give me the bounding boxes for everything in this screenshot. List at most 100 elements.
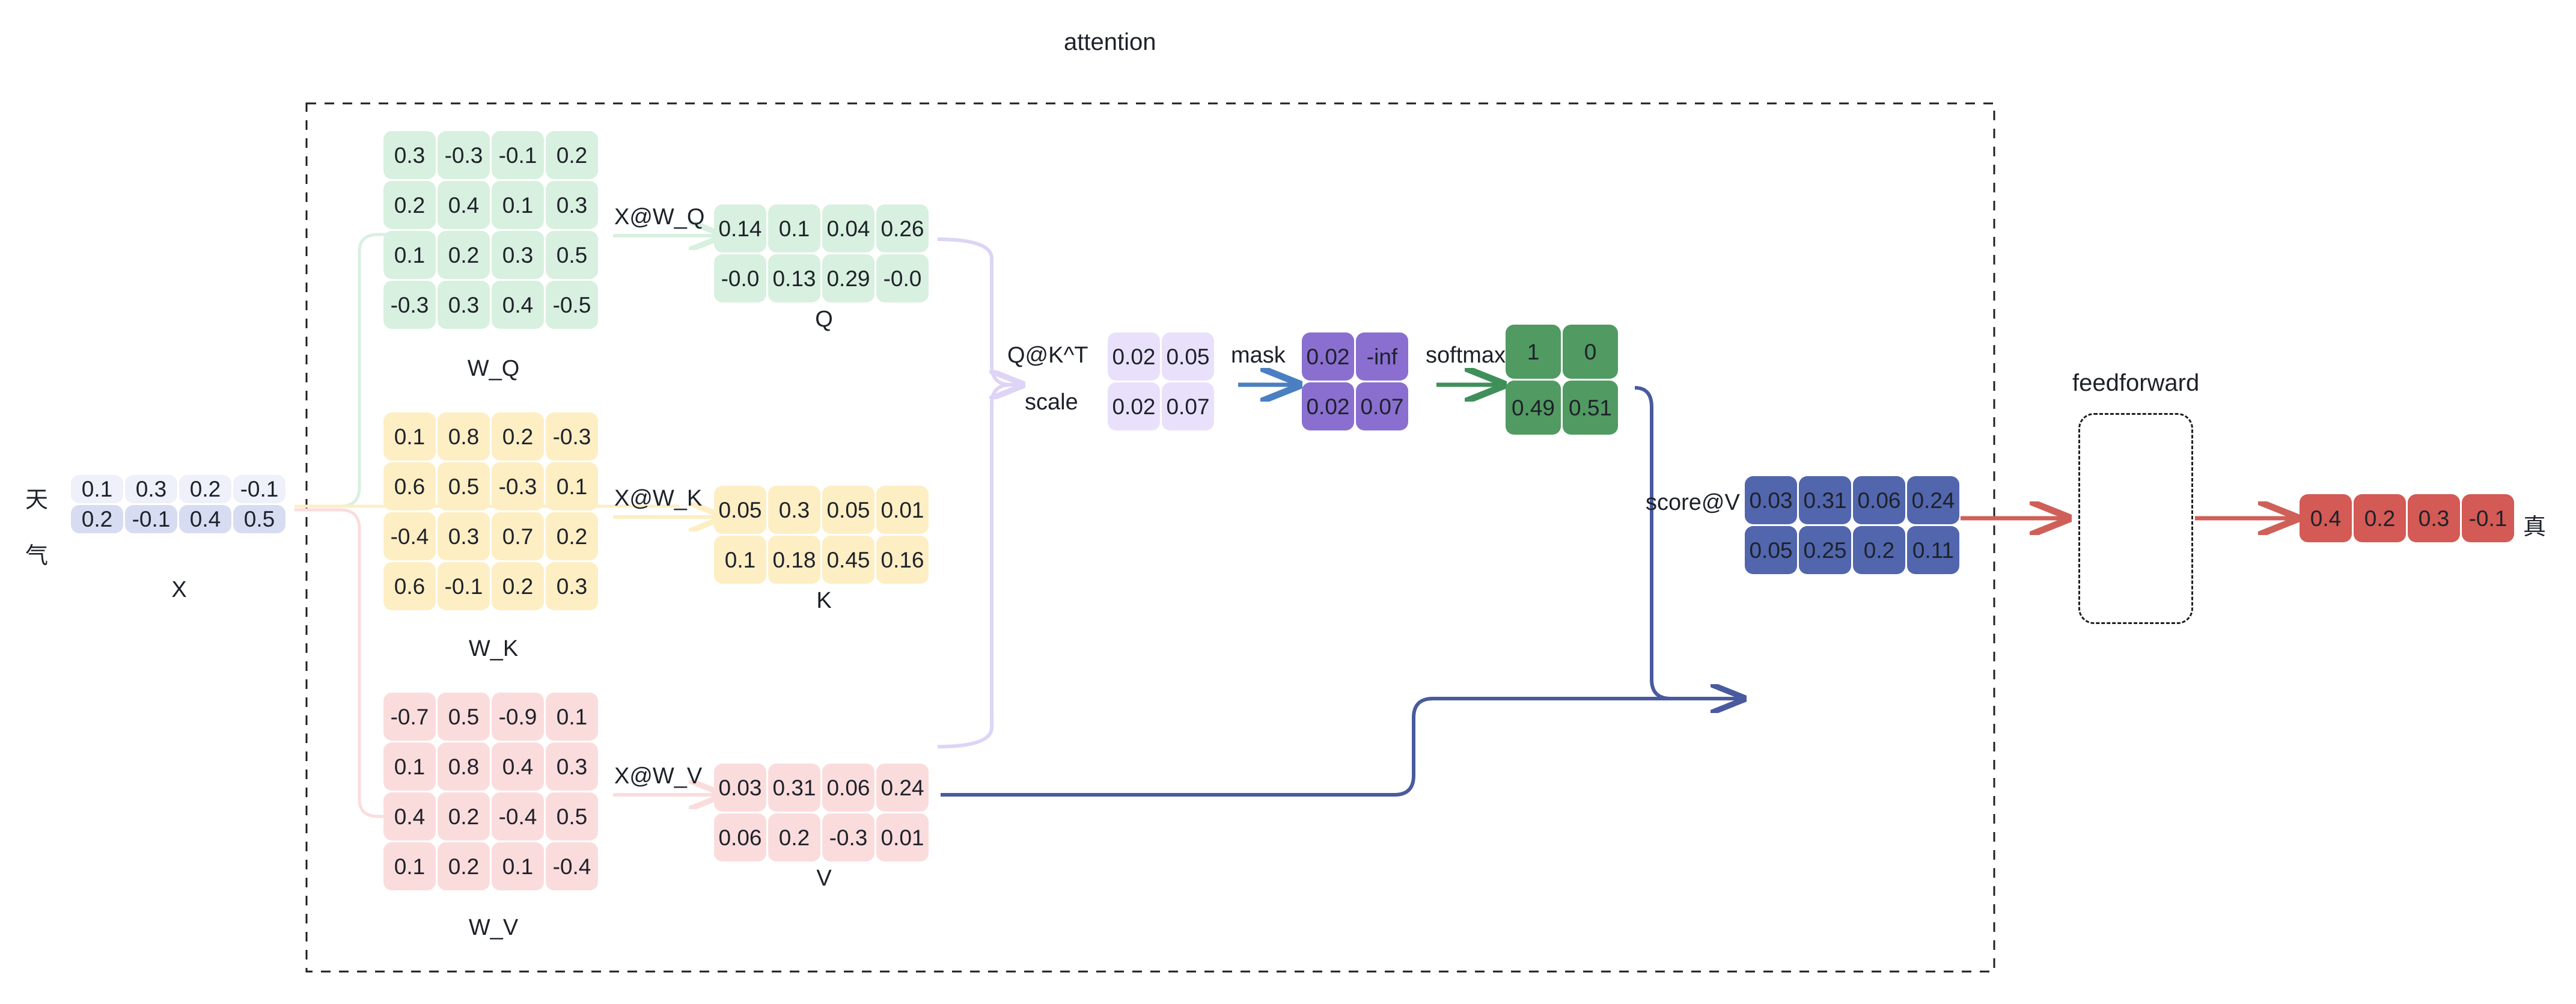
matrix-row: 0.3 -0.3 -0.1 0.2	[383, 131, 598, 179]
matrix-row: 0.02 0.07	[1302, 382, 1408, 430]
cell: -0.3	[438, 131, 490, 179]
matrix-row: 0.05 0.3 0.05 0.01	[714, 486, 929, 534]
cell: 0	[1563, 325, 1618, 379]
label-q-at-kt: Q@K^T	[1007, 343, 1088, 368]
cell: 0.4	[2300, 494, 2352, 542]
cell: 0.51	[1563, 381, 1618, 435]
cell: 0.31	[1799, 476, 1851, 524]
cell: 0.2	[546, 131, 598, 179]
cell: 0.14	[714, 204, 766, 253]
cell: 0.01	[876, 813, 929, 862]
cell: -0.1	[2462, 494, 2514, 542]
cell: 0.3	[2408, 494, 2460, 542]
cell: -0.1	[492, 131, 544, 179]
cell: 0.03	[1745, 476, 1797, 524]
cell: -0.4	[383, 512, 436, 560]
cell: 0.5	[546, 231, 598, 279]
cell: -0.5	[546, 281, 598, 329]
cell: 0.07	[1162, 382, 1214, 430]
cell: 0.2	[179, 475, 231, 503]
cell: -0.7	[383, 693, 436, 741]
cell: 0.18	[768, 536, 820, 584]
cell: 0.2	[438, 842, 490, 890]
label-mask: mask	[1231, 343, 1286, 368]
cell: 0.2	[438, 231, 490, 279]
cell: 0.05	[1745, 526, 1797, 574]
cell: 0.5	[546, 792, 598, 840]
matrix-row: 0.6 -0.1 0.2 0.3	[383, 562, 598, 610]
feedforward-box	[2078, 413, 2193, 624]
cell: 0.4	[383, 792, 436, 840]
matrix-row: 0.4 0.2 -0.4 0.5	[383, 792, 598, 840]
matrix-row: 0.2 0.4 0.1 0.3	[383, 181, 598, 229]
cell: -0.0	[714, 254, 766, 302]
cell: -0.3	[492, 462, 544, 510]
token-label-1: 气	[25, 543, 49, 569]
matrix-attention-output: 0.03 0.31 0.06 0.24 0.05 0.25 0.2 0.11	[1745, 476, 1959, 574]
matrix-W_V: -0.7 0.5 -0.9 0.1 0.1 0.8 0.4 0.3 0.4 0.…	[383, 693, 598, 890]
cell: -0.3	[546, 412, 598, 461]
cell: -0.9	[492, 693, 544, 741]
cell: 0.4	[438, 181, 490, 229]
cell: -0.4	[492, 792, 544, 840]
v-to-output-line	[941, 697, 1743, 797]
cell: 0.1	[383, 842, 436, 890]
matrix-row: 0.02 -inf	[1302, 332, 1408, 381]
cell: 0.5	[438, 462, 490, 510]
cell: 0.1	[492, 842, 544, 890]
cell: 0.4	[492, 281, 544, 329]
matrix-row: -0.0 0.13 0.29 -0.0	[714, 254, 929, 302]
matrix-row: 0.1 0.2 0.3 0.5	[383, 231, 598, 279]
matrix-row: 0.1 0.3 0.2 -0.1	[71, 475, 285, 503]
x-to-wv-line	[295, 508, 388, 818]
cell: -0.0	[876, 254, 929, 302]
cell: 0.6	[383, 562, 436, 610]
matrix-Q: 0.14 0.1 0.04 0.26 -0.0 0.13 0.29 -0.0	[714, 204, 929, 302]
cell: 0.2	[1853, 526, 1905, 574]
cell: 0.11	[1907, 526, 1959, 574]
matrix-row: -0.7 0.5 -0.9 0.1	[383, 693, 598, 741]
matrix-row: -0.4 0.3 0.7 0.2	[383, 512, 598, 560]
cell: 0.02	[1108, 332, 1160, 381]
cell: 0.2	[768, 813, 820, 862]
matrix-row: 0.1 0.18 0.45 0.16	[714, 536, 929, 584]
cell: 0.6	[383, 462, 436, 510]
matrix-row: 0.6 0.5 -0.3 0.1	[383, 462, 598, 510]
cell: -0.1	[125, 505, 177, 533]
cell: 0.2	[71, 505, 123, 533]
cell: -inf	[1356, 332, 1408, 381]
cell: 0.05	[822, 486, 874, 534]
label-x-at-wv: X@W_V	[614, 764, 703, 789]
cell: -0.1	[438, 562, 490, 610]
cell: 0.06	[714, 813, 766, 862]
cell: 0.4	[492, 742, 544, 791]
matrix-W_V-caption: W_V	[468, 915, 519, 940]
cell: -0.1	[233, 475, 285, 503]
matrix-row: 0.2 -0.1 0.4 0.5	[71, 505, 285, 533]
cell: 0.3	[546, 742, 598, 791]
label-score-at-v: score@V	[1646, 490, 1740, 515]
k-to-score-line	[937, 383, 1022, 748]
cell: 0.2	[2354, 494, 2406, 542]
cell: 0.1	[383, 412, 436, 461]
output-token-label: 真	[2523, 515, 2547, 540]
matrix-row: 0.49 0.51	[1506, 381, 1618, 435]
cell: 0.13	[768, 254, 820, 302]
matrix-row: 0.14 0.1 0.04 0.26	[714, 204, 929, 253]
cell: 0.5	[233, 505, 285, 533]
cell: 0.1	[383, 742, 436, 791]
matrix-row: 0.1 0.8 0.4 0.3	[383, 742, 598, 791]
cell: 0.01	[876, 486, 929, 534]
token-label-0: 天	[25, 488, 49, 513]
matrix-row: 0.02 0.05	[1108, 332, 1214, 381]
matrix-row: 0.03 0.31 0.06 0.24	[1745, 476, 1959, 524]
matrix-masked: 0.02 -inf 0.02 0.07	[1302, 332, 1408, 430]
cell: 0.06	[1853, 476, 1905, 524]
diagram-title: attention	[1064, 29, 1156, 55]
cell: 0.3	[438, 512, 490, 560]
cell: 0.07	[1356, 382, 1408, 430]
cell: 0.3	[546, 562, 598, 610]
matrix-K-caption: K	[816, 588, 832, 613]
cell: 0.49	[1506, 381, 1561, 435]
